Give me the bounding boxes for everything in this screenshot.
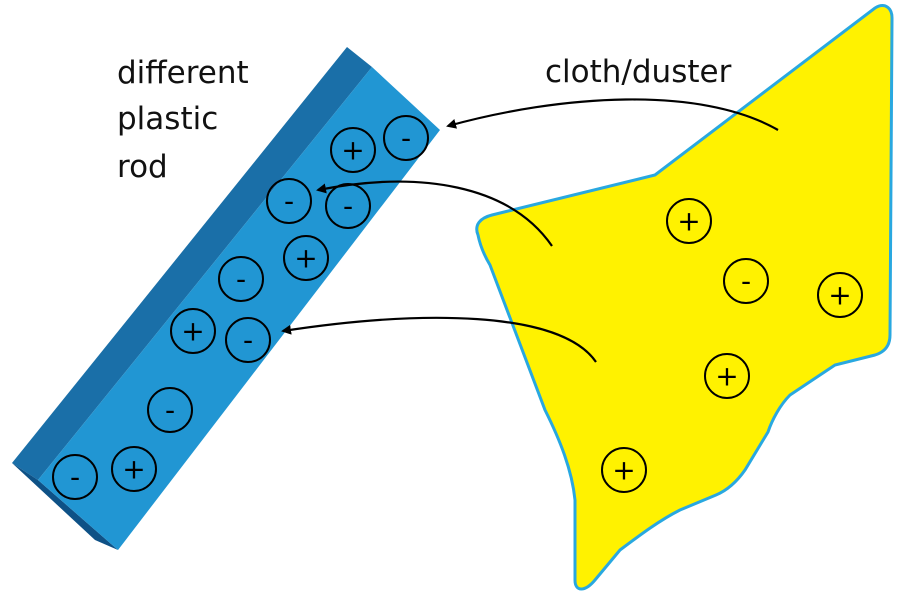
electron-transfer-arrow	[281, 316, 597, 363]
charge-positive: +	[704, 353, 750, 399]
electron-transfer-arrow	[446, 98, 779, 131]
svg-text:+: +	[677, 205, 700, 238]
charge-positive: +	[111, 446, 157, 492]
rod-front-face	[38, 67, 440, 550]
svg-text:-: -	[343, 190, 353, 223]
charge-negative: -	[225, 317, 271, 363]
rod-top-face	[12, 47, 372, 480]
svg-text:+: +	[612, 454, 635, 487]
charge-positive: +	[330, 127, 376, 173]
cloth-duster	[475, 4, 894, 591]
charge-negative: -	[723, 258, 769, 304]
plastic-rod	[12, 47, 440, 550]
svg-text:+: +	[294, 242, 317, 275]
charge-negative: -	[325, 183, 371, 229]
charge-positive: +	[601, 447, 647, 493]
svg-text:+: +	[828, 279, 851, 312]
charge-negative: -	[147, 387, 193, 433]
svg-text:-: -	[70, 461, 80, 494]
charge-positive: +	[170, 308, 216, 354]
cloth-shape	[475, 4, 894, 591]
transfer-arrows	[281, 98, 779, 363]
charge-positive: +	[817, 272, 863, 318]
charge-negative: -	[52, 454, 98, 500]
rod-charges: + - - - + - + -	[52, 115, 429, 500]
cloth-charges: + - + + +	[601, 198, 863, 493]
svg-text:-: -	[741, 265, 751, 298]
charge-positive: +	[283, 235, 329, 281]
svg-text:-: -	[165, 394, 175, 427]
svg-text:-: -	[243, 324, 253, 357]
charge-negative: -	[266, 178, 312, 224]
charge-negative: -	[218, 256, 264, 302]
svg-text:+: +	[715, 360, 738, 393]
svg-text:+: +	[122, 453, 145, 486]
svg-text:+: +	[341, 134, 364, 167]
rod-label-line-3: rod	[117, 149, 168, 185]
rod-label-line-2: plastic	[117, 101, 218, 137]
rod-side-face	[12, 463, 118, 550]
rod-label-line-1: different	[117, 55, 249, 91]
electron-transfer-arrow	[316, 180, 553, 247]
svg-text:+: +	[181, 315, 204, 348]
charge-negative: -	[383, 115, 429, 161]
charge-positive: +	[666, 198, 712, 244]
svg-text:-: -	[401, 122, 411, 155]
svg-text:-: -	[284, 185, 294, 218]
svg-text:-: -	[236, 263, 246, 296]
cloth-label: cloth/duster	[545, 54, 732, 90]
